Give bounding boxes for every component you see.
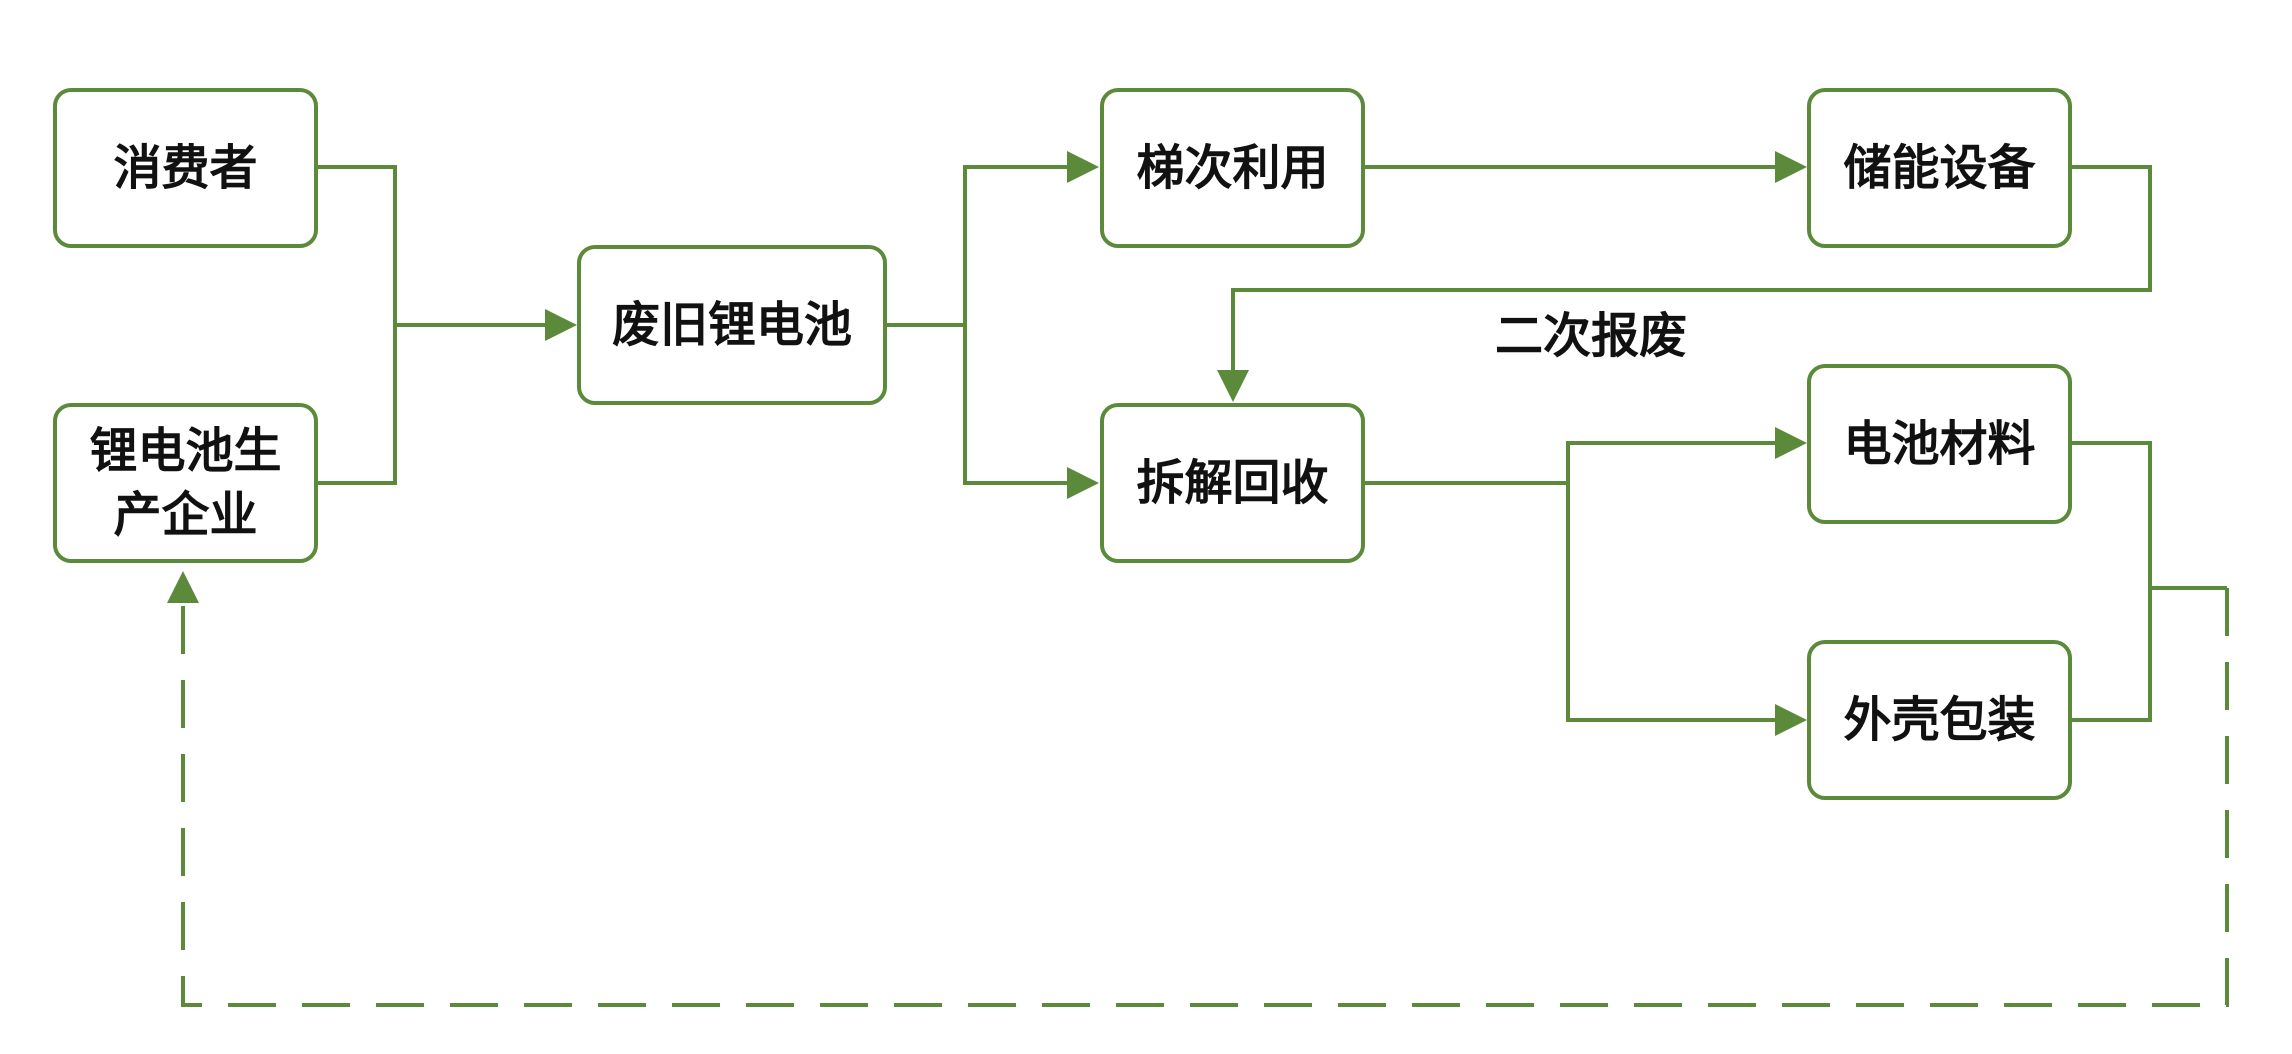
node-waste-battery-label: 废旧锂电池: [611, 297, 852, 353]
edge-secondary-scrap: [1217, 165, 2152, 402]
node-cascade-use: 梯次利用: [1100, 88, 1365, 248]
node-battery-material-label: 电池材料: [1843, 416, 2036, 472]
edge-battery-material-to-merge: [2072, 441, 2152, 588]
node-casing-packaging-label: 外壳包装: [1843, 692, 2036, 748]
node-producer-label-line2: 产企业: [113, 487, 258, 543]
node-energy-storage-label: 储能设备: [1843, 140, 2036, 196]
node-consumer: 消费者: [53, 88, 318, 248]
node-producer-label-line1: 锂电池生: [89, 423, 282, 479]
node-producer-label: 锂电池生 产企业: [89, 419, 281, 547]
node-cascade-use-label: 梯次利用: [1136, 140, 1329, 196]
edge-casing-packaging-to-merge: [2072, 588, 2152, 722]
node-waste-battery: 废旧锂电池: [577, 245, 887, 405]
edge-return-loop-dashed: [167, 571, 2229, 1007]
edge-label-secondary-scrap: 二次报废: [1495, 308, 1688, 364]
node-consumer-label: 消费者: [113, 140, 258, 196]
node-producer: 锂电池生 产企业: [53, 403, 318, 563]
node-dismantle-label: 拆解回收: [1136, 455, 1329, 511]
node-casing-packaging: 外壳包装: [1807, 640, 2072, 800]
node-battery-material: 电池材料: [1807, 364, 2072, 524]
edge-split-to-cascade-use: [963, 151, 1099, 325]
edge-split-to-battery-material: [1566, 427, 1807, 483]
node-energy-storage: 储能设备: [1807, 88, 2072, 248]
edge-consumer-to-merge: [318, 165, 397, 325]
edge-producer-to-merge: [318, 325, 397, 485]
edge-split-to-casing-packaging: [1566, 483, 1807, 736]
node-dismantle: 拆解回收: [1100, 403, 1365, 563]
edge-split-to-dismantle: [963, 325, 1099, 499]
